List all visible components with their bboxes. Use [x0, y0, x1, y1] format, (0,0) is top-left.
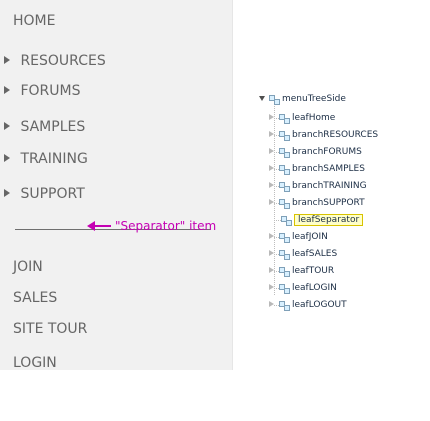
menu-item-login[interactable]: LOGIN	[13, 355, 57, 371]
tree-node-label[interactable]: leafHome	[292, 113, 336, 123]
tree-node-label[interactable]: leafJOIN	[292, 232, 328, 242]
tree-node-icon	[279, 164, 290, 175]
menu-item-site-tour[interactable]: SITE TOUR	[13, 321, 87, 337]
arrow-left-icon	[87, 221, 95, 231]
tree-node-label[interactable]: leafLOGIN	[292, 283, 337, 293]
tree-node-label[interactable]: leafTOUR	[292, 266, 335, 276]
tree-node-label[interactable]: leafLOGOUT	[292, 300, 347, 310]
tree-node-label[interactable]: branchFORUMS	[292, 147, 362, 157]
tree-node-label[interactable]: branchTRAINING	[292, 181, 367, 191]
tree-branch-guide	[274, 271, 283, 272]
tree-node-leaftour[interactable]: leafTOUR	[267, 265, 334, 277]
tree-node-icon	[279, 232, 290, 243]
tree-vertical-guide	[274, 103, 276, 295]
tree-branch-guide	[274, 203, 283, 204]
tree-node-leafjoin[interactable]: leafJOIN	[267, 231, 328, 243]
collapsed-node-icon[interactable]	[267, 147, 277, 157]
tree-node-leaflogout[interactable]: leafLOGOUT	[267, 299, 347, 311]
collapsed-node-icon[interactable]	[267, 198, 277, 208]
tree-node-icon	[281, 215, 292, 226]
expand-icon[interactable]	[257, 94, 267, 104]
tree-root-node[interactable]: menuTreeSide	[257, 93, 346, 105]
tree-node-branchtraining[interactable]: branchTRAINING	[267, 180, 367, 192]
collapsed-node-icon[interactable]	[267, 181, 277, 191]
side-menu-preview: HOME RESOURCES FORUMS SAMPLES TRAINING S…	[0, 0, 233, 371]
tree-node-branchsupport[interactable]: branchSUPPORT	[267, 197, 365, 209]
tree-node-branchforums[interactable]: branchFORUMS	[267, 146, 362, 158]
tree-node-icon	[279, 300, 290, 311]
tree-node-icon	[279, 130, 290, 141]
menu-tree: menuTreeSide leafHome branchRESOURCES br…	[257, 93, 427, 383]
tree-node-icon	[279, 147, 290, 158]
tree-branch-guide	[274, 305, 283, 306]
collapsed-node-icon[interactable]	[267, 300, 277, 310]
tree-node-leaflogin[interactable]: leafLOGIN	[267, 282, 337, 294]
tree-node-label[interactable]: branchRESOURCES	[292, 130, 379, 140]
tree-node-label[interactable]: branchSUPPORT	[292, 198, 365, 208]
triangle-right-icon	[4, 56, 10, 64]
menu-item-label: SAMPLES	[20, 119, 86, 135]
menu-item-training[interactable]: TRAINING	[4, 151, 88, 167]
menu-item-support[interactable]: SUPPORT	[4, 186, 85, 202]
collapsed-node-icon[interactable]	[267, 164, 277, 174]
tree-branch-guide	[274, 186, 283, 187]
collapsed-node-icon[interactable]	[267, 249, 277, 259]
menu-item-forums[interactable]: FORUMS	[4, 83, 80, 99]
menu-separator-line	[15, 229, 210, 230]
menu-item-label: LOGIN	[13, 355, 57, 371]
menu-item-label: TRAINING	[20, 151, 88, 167]
collapsed-node-icon[interactable]	[267, 266, 277, 276]
menu-item-label: JOIN	[13, 259, 43, 275]
menu-item-label: HOME	[13, 13, 56, 29]
menu-item-label: SITE TOUR	[13, 321, 88, 337]
collapsed-node-icon[interactable]	[267, 130, 277, 140]
tree-node-label[interactable]: leafSALES	[292, 249, 338, 259]
triangle-right-icon	[4, 122, 10, 130]
collapsed-node-icon[interactable]	[267, 283, 277, 293]
tree-node-branchresources[interactable]: branchRESOURCES	[267, 129, 378, 141]
triangle-right-icon	[4, 189, 10, 197]
menu-item-resources[interactable]: RESOURCES	[4, 53, 106, 69]
tree-node-icon	[279, 266, 290, 277]
tree-branch-guide	[274, 152, 283, 153]
tree-root-label[interactable]: menuTreeSide	[282, 94, 346, 104]
menu-item-label: FORUMS	[20, 83, 81, 99]
tree-node-icon	[279, 113, 290, 124]
tree-branch-guide	[274, 220, 283, 221]
tree-branch-guide	[274, 169, 283, 170]
tree-node-leafsales[interactable]: leafSALES	[267, 248, 337, 260]
collapsed-node-icon[interactable]	[267, 113, 277, 123]
tree-node-icon	[279, 198, 290, 209]
menu-item-home[interactable]: HOME	[13, 13, 55, 29]
tree-node-label[interactable]: branchSAMPLES	[292, 164, 365, 174]
tree-branch-guide	[274, 118, 283, 119]
menu-item-label: RESOURCES	[20, 53, 106, 69]
triangle-right-icon	[4, 86, 10, 94]
tree-node-leafhome[interactable]: leafHome	[267, 112, 335, 124]
tree-branch-guide	[274, 288, 283, 289]
tree-node-icon	[279, 283, 290, 294]
menu-item-sales[interactable]: SALES	[13, 290, 57, 306]
selected-tree-node-label[interactable]: leafSeparator	[294, 214, 364, 226]
menu-item-join[interactable]: JOIN	[13, 259, 43, 275]
tree-branch-guide	[274, 135, 283, 136]
tree-branch-guide	[274, 254, 283, 255]
menu-item-label: SALES	[13, 290, 58, 306]
tree-node-icon	[279, 249, 290, 260]
tree-node-icon	[279, 181, 290, 192]
menu-item-label: SUPPORT	[20, 186, 85, 202]
separator-callout: "Separator" item	[87, 219, 216, 233]
arrow-stem	[95, 225, 111, 227]
tree-branch-guide	[274, 237, 283, 238]
menu-item-samples[interactable]: SAMPLES	[4, 119, 85, 135]
collapsed-node-icon[interactable]	[267, 232, 277, 242]
triangle-right-icon	[4, 154, 10, 162]
separator-callout-text: "Separator" item	[115, 219, 217, 233]
tree-node-branchsamples[interactable]: branchSAMPLES	[267, 163, 365, 175]
tree-node-leafseparator[interactable]: leafSeparator	[281, 214, 364, 226]
tree-node-icon	[269, 94, 280, 105]
